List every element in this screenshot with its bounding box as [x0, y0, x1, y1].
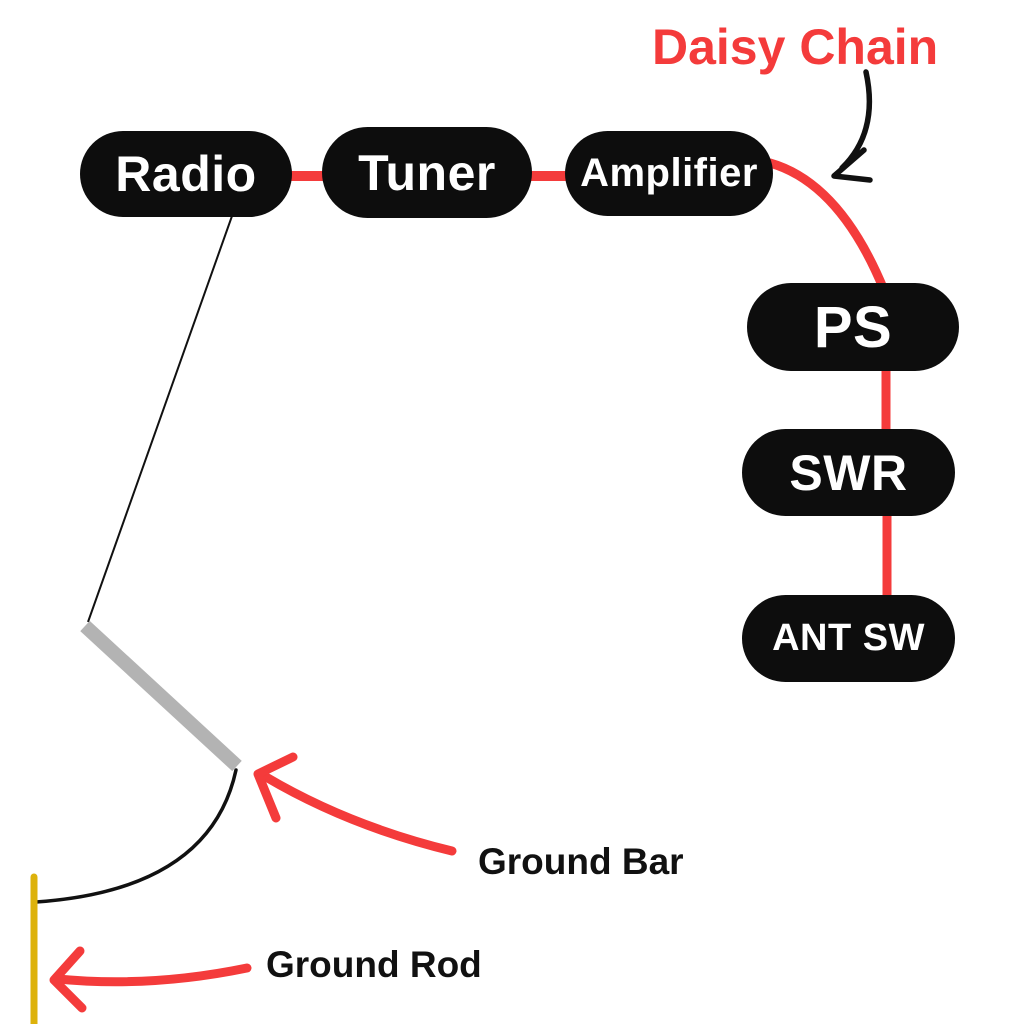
node-ps: PS — [747, 283, 959, 371]
ground-rod-arrow — [49, 946, 252, 1013]
node-ant-sw: ANT SW — [742, 595, 955, 682]
ground-rod-arrow-shaft — [53, 963, 252, 987]
ground-bar-arrowhead-icon — [253, 752, 298, 823]
ground-bar-to-rod-wire — [34, 768, 238, 904]
radio-to-ground-bar-wire — [87, 215, 233, 623]
daisy-chain-arrowhead-icon — [831, 147, 873, 183]
node-amplifier: Amplifier — [565, 131, 773, 216]
node-ps-label: PS — [813, 294, 893, 360]
ground-rod-label: Ground Rod — [266, 944, 482, 985]
ground-bar-arrow-shaft — [261, 772, 457, 856]
node-tuner: Tuner — [322, 127, 532, 218]
chain-link-amplifier-ps — [765, 158, 889, 295]
daisy-chain-arrow — [831, 69, 873, 183]
node-radio: Radio — [80, 131, 292, 217]
ground-rod-arrowhead-icon — [49, 946, 87, 1013]
ground-bar-shape — [80, 620, 242, 772]
node-ant-sw-label: ANT SW — [772, 617, 925, 659]
ground-bar-arrow — [253, 752, 457, 856]
node-amplifier-label: Amplifier — [580, 151, 758, 195]
daisy-chain-title: Daisy Chain — [652, 19, 939, 75]
node-swr-label: SWR — [789, 444, 908, 501]
node-tuner-label: Tuner — [358, 144, 496, 201]
node-swr: SWR — [742, 429, 955, 516]
ground-bar-label: Ground Bar — [478, 841, 684, 882]
node-radio-label: Radio — [115, 146, 257, 202]
